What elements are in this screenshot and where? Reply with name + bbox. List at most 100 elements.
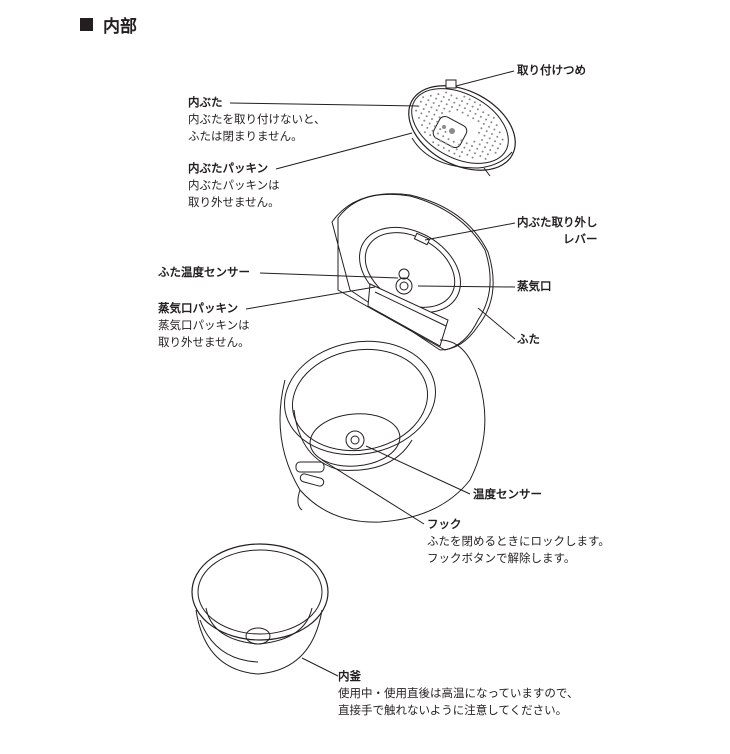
- perforation-dot: [456, 108, 459, 111]
- perforation-dot: [476, 108, 479, 111]
- perforation-dot: [423, 119, 426, 122]
- perforation-dot: [448, 149, 451, 152]
- perforation-dot: [453, 101, 456, 104]
- perforation-dot: [433, 113, 436, 116]
- perforation-dot: [419, 100, 422, 103]
- perforation-dot: [485, 118, 488, 121]
- perforation-dot: [430, 106, 433, 109]
- label-steam-vent-packing: 蒸気口パッキン 蒸気口パッキンは 取り外せません。: [158, 301, 250, 349]
- perforation-dot: [450, 145, 453, 148]
- perforation-dot: [488, 137, 491, 140]
- perforation-dot: [471, 156, 474, 159]
- perforation-dot: [494, 140, 496, 143]
- perforation-dot: [420, 112, 423, 115]
- perforation-dot: [496, 147, 499, 150]
- perforation-dot: [431, 129, 434, 132]
- perforation-dot: [466, 153, 469, 156]
- perforation-dot: [480, 127, 483, 130]
- perforation-dot: [463, 146, 466, 149]
- perforation-dot: [463, 107, 466, 110]
- perforation-dot: [437, 144, 440, 147]
- perforation-dot: [432, 102, 435, 104]
- perforation-dot: [481, 139, 483, 141]
- perforation-dot: [448, 110, 451, 113]
- perforation-dot: [471, 105, 474, 108]
- perforation-dot: [458, 104, 461, 107]
- perforation-dot: [458, 143, 461, 146]
- perforation-dot: [434, 136, 437, 139]
- perforation-dot: [448, 98, 450, 101]
- perforation-dot: [463, 95, 466, 98]
- label-futa: ふた: [517, 332, 540, 346]
- perforation-dot: [442, 96, 445, 98]
- perforation-dot: [442, 147, 445, 149]
- perforation-dot: [479, 115, 482, 118]
- perforation-dot: [487, 114, 490, 117]
- perforation-dot: [447, 138, 450, 141]
- perforation-dot: [495, 124, 498, 127]
- square-bullet-icon: [80, 18, 93, 31]
- perforation-dot: [485, 130, 488, 133]
- leader-steam-packing: [246, 287, 375, 309]
- perforation-dot: [437, 93, 440, 96]
- perforation-dot: [453, 152, 456, 155]
- perforation-dot: [422, 96, 425, 99]
- leader-futa: [478, 308, 515, 339]
- leader-lever: [425, 223, 515, 240]
- perforation-dot: [425, 103, 428, 106]
- label-temp-sensor: 温度センサー: [473, 487, 542, 501]
- perforation-dot: [484, 157, 487, 160]
- leader-temp-sensor: [366, 446, 470, 494]
- perforation-dot: [445, 142, 448, 145]
- perforation-dot: [490, 121, 493, 124]
- perforation-dot: [468, 98, 471, 101]
- perforation-dot: [486, 141, 489, 144]
- perforation-dot: [478, 131, 481, 134]
- perforation-dot: [466, 114, 469, 117]
- perforation-dot: [461, 151, 463, 153]
- label-uchibuta-packing: 内ぶたパッキン 内ぶたパッキンは 取り外せません。: [188, 161, 280, 209]
- perforation-dot: [501, 138, 504, 141]
- perforation-dot: [491, 133, 493, 135]
- cooker-body-illustration: [275, 330, 484, 522]
- perforation-dot: [461, 100, 463, 102]
- perforation-dot: [491, 144, 494, 147]
- perforation-dot: [496, 135, 499, 138]
- perforation-dot: [421, 124, 423, 126]
- perforation-dot: [460, 139, 463, 142]
- perforation-dot: [493, 128, 496, 131]
- perforation-dot: [477, 120, 480, 123]
- perforation-dot: [427, 99, 430, 102]
- perforation-dot: [425, 115, 428, 118]
- inner-lid-perforations: [415, 91, 504, 160]
- perforation-dot: [455, 97, 458, 100]
- perforation-dot: [415, 109, 418, 112]
- perforation-dot: [438, 104, 440, 107]
- perforation-dot: [429, 94, 432, 97]
- perforation-dot: [469, 110, 472, 112]
- perforation-dot: [443, 107, 446, 110]
- perforation-dot: [440, 100, 443, 103]
- perforation-dot: [484, 146, 486, 149]
- perforation-dot: [436, 120, 439, 123]
- label-uchibuta-lever: 内ぶた取り外し レバー: [517, 215, 598, 246]
- perforation-dot: [422, 108, 425, 110]
- perforation-dot: [494, 151, 497, 154]
- label-hook: フック ふたを閉めるときにロックします。 フックボタンで解除します。: [427, 517, 610, 565]
- leader-lines: [230, 71, 515, 676]
- perforation-dot: [488, 125, 491, 128]
- perforation-dot: [432, 141, 435, 144]
- perforation-dot: [461, 111, 464, 114]
- perforation-dot: [466, 102, 469, 105]
- perforation-dot: [478, 143, 481, 146]
- label-steam-vent: 蒸気口: [517, 279, 552, 293]
- perforation-dot: [438, 116, 441, 119]
- leader-pot: [302, 658, 338, 676]
- label-toritsuke-tsume: 取り付けつめ: [517, 63, 586, 77]
- inner-lid-illustration: [394, 69, 529, 188]
- perforation-dot: [474, 152, 476, 155]
- perforation-dot: [468, 149, 471, 152]
- perforation-dot: [498, 131, 501, 134]
- perforation-dot: [433, 125, 436, 128]
- cooker-lid-illustration: [332, 194, 493, 350]
